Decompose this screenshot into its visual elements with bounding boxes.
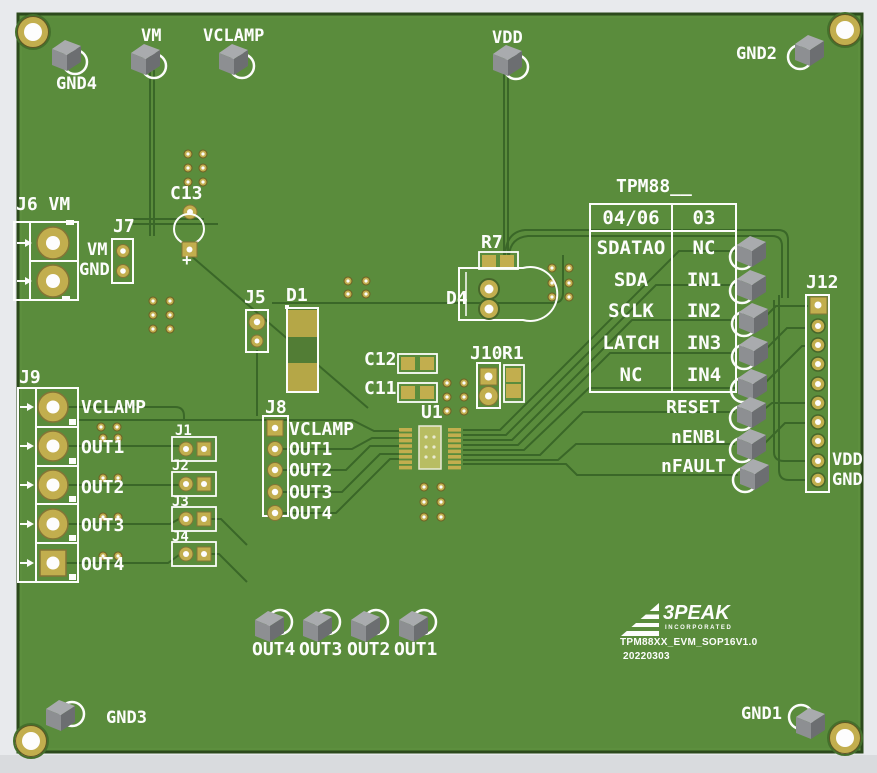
pin-table-row: LATCH IN3 xyxy=(591,327,735,360)
pin-table-row: SDATAO NC xyxy=(591,232,735,264)
testpoint-label-out2: OUT2 xyxy=(347,639,391,660)
j9-connector xyxy=(17,387,79,583)
j6-connector xyxy=(13,220,79,301)
j1-jumper xyxy=(171,436,217,462)
j5-header xyxy=(245,309,269,353)
refdes-u1: U1 xyxy=(421,402,443,423)
board-date-text: 20220303 xyxy=(623,651,670,662)
j12-pin-label-gnd: GND xyxy=(832,470,863,490)
j9-port-label-out3: OUT3 xyxy=(81,515,125,536)
refdes-j9: J9 xyxy=(19,367,41,388)
pin-table-row: SDA IN1 xyxy=(591,263,735,296)
j2-jumper xyxy=(171,471,217,497)
testpoint-label-vclamp: VCLAMP xyxy=(203,26,265,46)
j8-port-label-out4: OUT4 xyxy=(289,503,333,524)
pin-function-table: 04/06 03 SDATAO NC SDA IN1 SCLK IN2 LATC… xyxy=(589,203,737,393)
refdes-j1: J1 xyxy=(175,423,192,439)
d4-led xyxy=(458,266,559,322)
refdes-d1: D1 xyxy=(286,285,308,306)
pin-table-cell: NC xyxy=(619,364,643,387)
testpoint-label-out1: OUT1 xyxy=(394,639,438,660)
pin-table-cell: IN3 xyxy=(671,327,735,360)
refdes-c13: C13 xyxy=(170,183,203,204)
j8-port-label-vclamp: VCLAMP xyxy=(289,419,355,440)
refdes-j5: J5 xyxy=(244,287,266,308)
pin-table-cell: IN1 xyxy=(671,263,735,296)
j9-port-label-out4: OUT4 xyxy=(81,554,125,575)
pin-table-header-row: 04/06 03 xyxy=(591,205,735,232)
testpoint-label-out3: OUT3 xyxy=(299,639,343,660)
j7-pin-label-gnd: GND xyxy=(79,260,110,280)
refdes-r7: R7 xyxy=(481,232,503,253)
testpoint-label-gnd1: GND1 xyxy=(741,704,782,724)
j8-port-label-out2: OUT2 xyxy=(289,460,333,481)
d1-diode xyxy=(285,305,319,393)
mounting-holes xyxy=(13,12,863,759)
refdes-j12: J12 xyxy=(806,272,839,293)
pin-table-cell: NC xyxy=(671,232,735,264)
refdes-d4: D4 xyxy=(446,288,468,309)
3peak-logo-icon xyxy=(616,603,662,636)
pin-table-cell: IN4 xyxy=(671,359,735,391)
j9-port-label-vclamp: VCLAMP xyxy=(81,397,147,418)
pin-table-cell: SCLK xyxy=(608,300,654,323)
3peak-brand-tagline: INCORPORATED xyxy=(665,625,733,631)
testpoint-label-nfault: nFAULT xyxy=(661,456,727,477)
refdes-j4: J4 xyxy=(172,529,189,545)
j9-port-label-out1: OUT1 xyxy=(81,437,125,458)
testpoint-label-gnd2: GND2 xyxy=(736,44,777,64)
pin-table-row: SCLK IN2 xyxy=(591,295,735,328)
c13-polarity-mark: + xyxy=(182,250,192,269)
u1-ic xyxy=(399,425,461,470)
pcb-board xyxy=(16,12,864,754)
testpoint-label-out4: OUT4 xyxy=(252,639,296,660)
refdes-j10: J10 xyxy=(470,343,503,364)
pin-table-cell: IN2 xyxy=(671,295,735,328)
testpoint-label-reset: RESET xyxy=(666,397,721,418)
pin-table-cell: LATCH xyxy=(602,332,660,355)
j3-jumper xyxy=(171,506,217,532)
pin-table-header-right: 03 xyxy=(671,205,735,230)
j10-header xyxy=(476,362,501,409)
testpoint-label-vm: VM xyxy=(141,26,162,46)
j8-port-label-out1: OUT1 xyxy=(289,439,333,460)
testpoint-label-nenbl: nENBL xyxy=(671,427,726,448)
testpoint-label-vdd: VDD xyxy=(492,28,523,48)
j7-pin-label-vm: VM xyxy=(87,240,108,260)
pin-table-cell: SDATAO xyxy=(596,236,666,259)
testpoint-label-gnd4: GND4 xyxy=(56,74,97,94)
refdes-j6: J6 VM xyxy=(16,194,71,215)
c13-capacitor xyxy=(173,204,205,258)
j8-header xyxy=(262,415,289,521)
refdes-j3: J3 xyxy=(172,494,189,510)
pin-table-title: TPM88__ xyxy=(616,176,692,197)
refdes-c12: C12 xyxy=(364,349,397,370)
j4-jumper xyxy=(171,541,217,567)
j12-header xyxy=(805,294,830,493)
refdes-j8: J8 xyxy=(265,397,287,418)
refdes-j7: J7 xyxy=(113,216,135,237)
c12-capacitor xyxy=(397,353,438,374)
board-name-text: TPM88XX_EVM_SOP16V1.0 xyxy=(620,637,758,648)
refdes-j2: J2 xyxy=(172,458,189,474)
pin-table-cell: SDA xyxy=(613,268,649,291)
refdes-c11: C11 xyxy=(364,378,397,399)
3peak-brand-text: 3PEAK xyxy=(663,602,730,624)
background-bottom-strip xyxy=(0,755,877,773)
j9-port-label-out2: OUT2 xyxy=(81,477,125,498)
pin-table-header-left: 04/06 xyxy=(602,206,660,229)
j12-pin-label-vdd: VDD xyxy=(832,450,863,470)
testpoint-label-gnd3: GND3 xyxy=(106,708,147,728)
c11-capacitor xyxy=(397,382,438,403)
r1-resistor xyxy=(503,364,525,403)
refdes-r1: R1 xyxy=(502,343,524,364)
j8-port-label-out3: OUT3 xyxy=(289,482,333,503)
j7-header xyxy=(111,238,134,284)
pin-table-row: NC IN4 xyxy=(591,359,735,391)
